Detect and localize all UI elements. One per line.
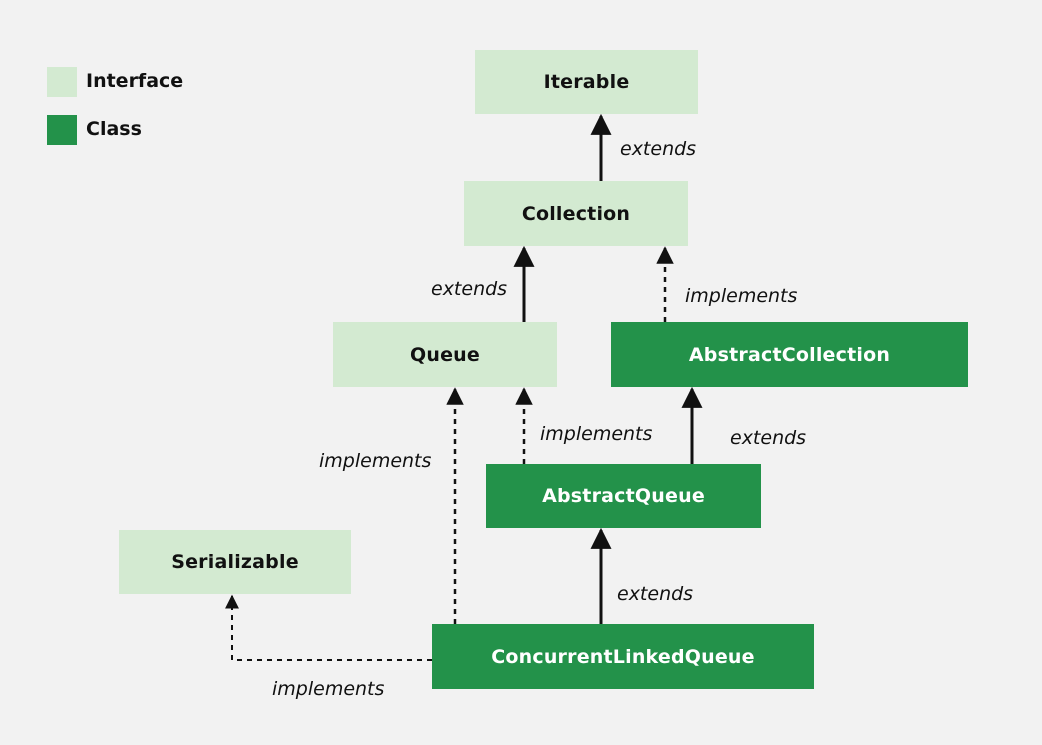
node-iterable: Iterable [475, 50, 698, 114]
edge-label-clq-abstractqueue: extends [617, 583, 694, 605]
node-collection: Collection [464, 181, 688, 246]
legend-class-swatch [47, 115, 77, 145]
edge-label-clq-serializable: implements [272, 678, 385, 700]
node-queue: Queue [333, 322, 557, 387]
legend-class-label: Class [86, 118, 142, 140]
node-concurrent-linked-queue: ConcurrentLinkedQueue [432, 624, 814, 689]
edge-clq-implements-serializable [225, 594, 432, 661]
node-serializable: Serializable [119, 530, 351, 594]
node-abstract-queue: AbstractQueue [486, 464, 761, 528]
edge-label-abstractqueue-abstractcollection: extends [730, 427, 807, 449]
legend-interface-swatch [47, 67, 77, 97]
node-abstract-collection: AbstractCollection [611, 322, 968, 387]
edge-label-clq-queue: implements [319, 450, 432, 472]
legend-interface-label: Interface [86, 70, 184, 92]
edge-label-queue-collection: extends [431, 278, 508, 300]
edge-label-abstractcollection-collection: implements [685, 285, 798, 307]
edge-label-abstractqueue-queue: implements [540, 423, 653, 445]
edge-label-collection-iterable: extends [620, 138, 697, 160]
